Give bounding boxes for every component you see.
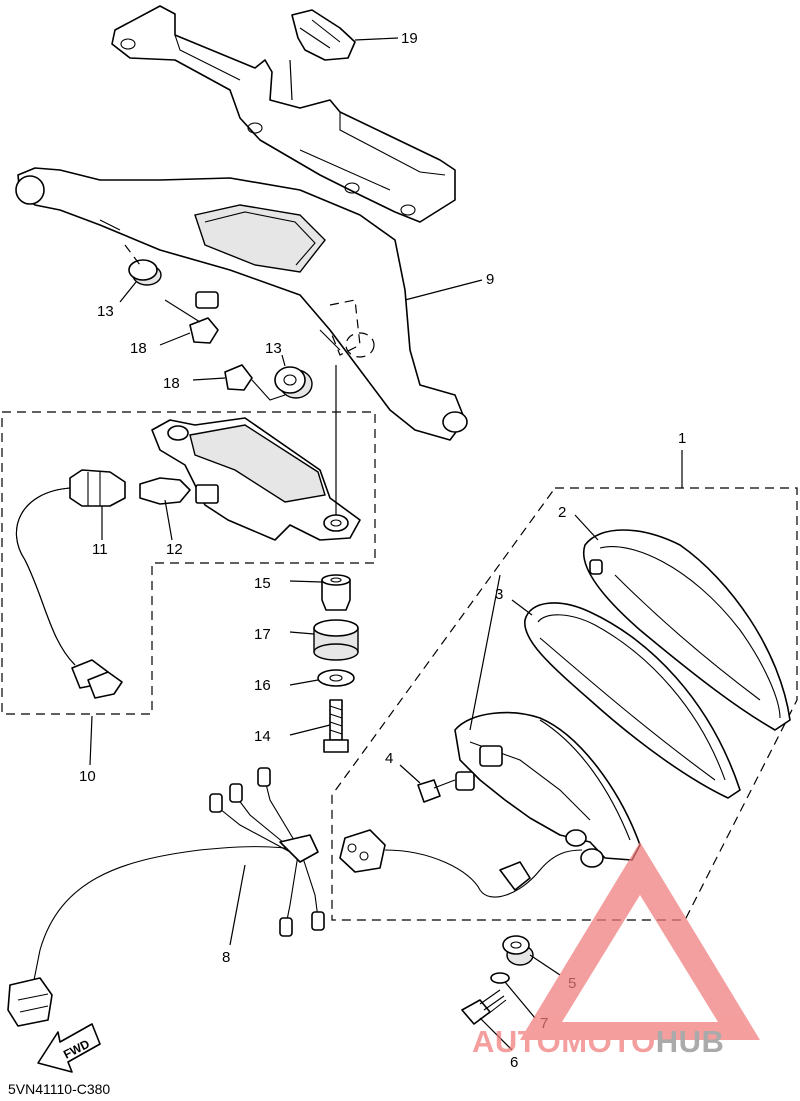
svg-text:AUTOMOTOHUB: AUTOMOTOHUB xyxy=(472,1024,724,1059)
callout-18-a: 18 xyxy=(130,340,147,357)
callout-18-b: 18 xyxy=(163,375,180,392)
license-bracket xyxy=(111,5,456,223)
callout-6: 6 xyxy=(510,1054,518,1071)
callout-3: 3 xyxy=(495,586,503,603)
callout-11: 11 xyxy=(92,541,108,558)
callout-17: 17 xyxy=(254,626,271,643)
diagram-code: 5VN41110-C380 xyxy=(8,1081,110,1097)
callout-10: 10 xyxy=(79,768,96,785)
callout-4: 4 xyxy=(385,750,393,767)
forward-direction-arrow: FWD xyxy=(37,1023,101,1073)
watermark-text-part2: HUB xyxy=(656,1024,725,1059)
clip-part-19 xyxy=(289,9,356,101)
wire-harness-part-8 xyxy=(7,767,325,1027)
socket-part-11 xyxy=(69,469,126,507)
callout-12: 12 xyxy=(166,541,183,558)
grommet-part-13-b xyxy=(274,366,313,399)
watermark-triangle-icon xyxy=(520,842,760,1040)
tail-base-part-9 xyxy=(15,167,468,441)
leader-lines xyxy=(89,37,683,1051)
callout-1: 1 xyxy=(678,430,686,447)
callout-14: 14 xyxy=(254,728,271,745)
callout-9: 9 xyxy=(486,271,494,288)
washer-part-7 xyxy=(490,972,510,984)
callout-16: 16 xyxy=(254,677,271,694)
screw-part-4 xyxy=(417,779,456,803)
bolt-part-14 xyxy=(323,699,349,753)
license-light-housing xyxy=(151,417,361,541)
tail-light-connector-wire xyxy=(339,829,583,898)
callout-13-a: 13 xyxy=(97,303,114,320)
group-outline-tail-light xyxy=(331,487,798,921)
license-light-wire xyxy=(16,487,123,699)
callout-13-b: 13 xyxy=(265,340,282,357)
collar-part-15 xyxy=(321,574,351,611)
tail-light-housing xyxy=(454,711,641,868)
callout-19: 19 xyxy=(401,30,418,47)
callout-8: 8 xyxy=(222,949,230,966)
bulb-part-12 xyxy=(139,477,191,505)
holder-part-18-a xyxy=(164,299,219,344)
washer-part-16 xyxy=(317,669,355,687)
lens-part-2 xyxy=(583,529,791,731)
grommet-part-5 xyxy=(502,935,534,966)
grommet-part-13-a xyxy=(124,244,162,286)
callout-2: 2 xyxy=(558,504,566,521)
watermark-text-part1: AUTOMOTO xyxy=(472,1024,656,1059)
damper-part-17 xyxy=(313,619,359,661)
gasket-part-3 xyxy=(524,602,741,799)
holder-part-18-b xyxy=(224,364,286,401)
screw-part-6 xyxy=(461,989,507,1025)
watermark-logo: AUTOMOTOHUB xyxy=(472,842,760,1059)
callout-15: 15 xyxy=(254,575,271,592)
